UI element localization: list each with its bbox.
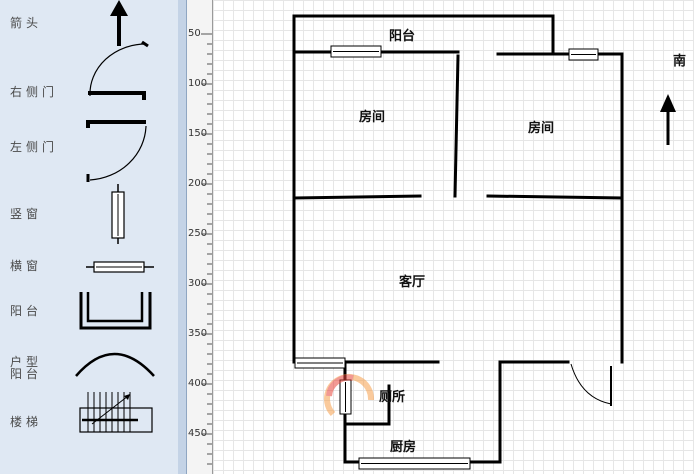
room-label-bedroom-right: 房间: [528, 121, 555, 136]
door-arc: [570, 363, 612, 405]
curved-balcony-icon[interactable]: [74, 346, 156, 380]
palette-label-balcony: 阳台: [10, 304, 43, 318]
palette-scroll-edge[interactable]: [178, 0, 187, 474]
ruler-tick: 200: [188, 178, 208, 189]
window-kitchen: [358, 457, 471, 470]
ruler-tick: 150: [188, 128, 208, 139]
right-door-icon[interactable]: [84, 40, 154, 102]
window-toilet: [339, 379, 352, 415]
wall: [453, 54, 460, 198]
palette-label-right-door: 右侧门: [10, 85, 59, 99]
ruler-tick: 400: [188, 378, 208, 389]
room-label-toilet: 厕所: [379, 390, 406, 405]
palette-label-left-door: 左侧门: [10, 140, 59, 154]
compass-label-south: 南: [673, 54, 687, 69]
palette-label-curved-balcony-2: 阳台: [10, 367, 43, 381]
ruler-tick: 100: [188, 78, 208, 89]
palette-label-vertical-window: 竖窗: [10, 207, 43, 221]
balcony-wall: [292, 14, 555, 54]
floor-plan: [292, 14, 676, 470]
vertical-window-icon[interactable]: [108, 184, 128, 244]
compass-arrow-head: [660, 94, 676, 112]
room-label-kitchen: 厨房: [390, 440, 417, 455]
palette-label-stairs: 楼梯: [10, 415, 43, 429]
ruler-tick-marks: [201, 33, 212, 465]
watermark-logo: [324, 373, 375, 417]
vertical-ruler: 50 100 150 200 250 300 350 400 450: [187, 0, 213, 474]
window-living-room: [294, 357, 346, 369]
ruler-tick: 450: [188, 428, 208, 439]
stairs-icon[interactable]: [78, 388, 156, 434]
ruler-tick: 350: [188, 328, 208, 339]
room-label-bedroom-left: 房间: [359, 110, 386, 125]
left-door-icon[interactable]: [84, 112, 154, 184]
palette-label-horizontal-window: 横窗: [10, 259, 43, 273]
palette-label-curved-balcony-1: 户型: [10, 355, 43, 369]
palette-label-arrow: 箭头: [10, 16, 43, 30]
room-label-living-room: 客厅: [399, 275, 426, 290]
ruler-tick: 300: [188, 278, 208, 289]
arrow-icon[interactable]: [100, 0, 140, 50]
horizontal-window-icon[interactable]: [86, 258, 154, 276]
ruler-tick: 250: [188, 228, 208, 239]
wall: [486, 194, 624, 200]
window-right-bedroom: [568, 48, 599, 61]
ruler-tick: 50: [188, 28, 201, 39]
drawing-canvas[interactable]: 阳台 房间 房间 客厅 厕所 厨房 南: [213, 0, 694, 474]
wall: [292, 194, 422, 200]
balcony-icon[interactable]: [78, 290, 154, 332]
room-label-balcony: 阳台: [389, 29, 416, 44]
shape-palette: 箭头 右侧门 左侧门 竖窗 横窗 阳台 户型 阳台: [0, 0, 179, 474]
window-balcony: [330, 45, 382, 58]
